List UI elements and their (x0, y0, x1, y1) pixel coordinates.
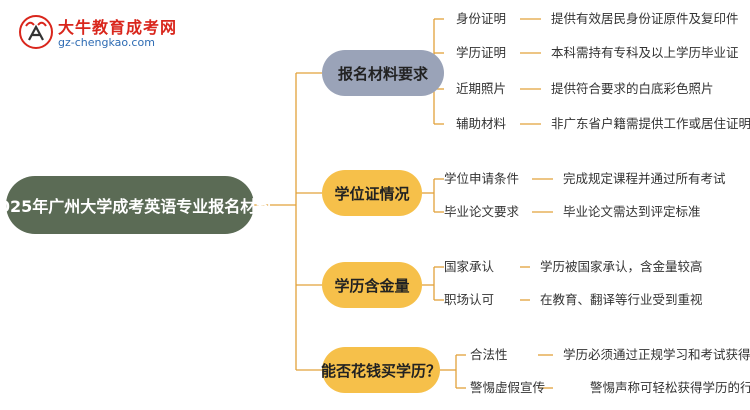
root-node: 2025年广州大学成考英语专业报名材料 (0, 176, 272, 234)
leaf-key: 近期照片 (456, 81, 507, 96)
leaf-value: 提供有效居民身份证原件及复印件 (551, 11, 739, 26)
leaf-value: 学历被国家承认，含金量较高 (540, 259, 703, 274)
branch-registration-materials: 报名材料要求 (322, 50, 444, 96)
leaf-value: 警惕声称可轻松获得学历的行为 (590, 380, 750, 395)
site-logo[interactable]: 大牛教育成考网 gz-chengkao.com (18, 12, 188, 54)
logo-url: gz-chengkao.com (58, 36, 155, 49)
leaf-key: 学位申请条件 (444, 171, 520, 186)
leaf-value: 在教育、翻译等行业受到重视 (540, 292, 703, 307)
branch-buy-diploma: 能否花钱买学历？ (321, 347, 441, 393)
logo-title: 大牛教育成考网 (58, 18, 178, 37)
branch-degree-value: 学历含金量 (322, 262, 422, 308)
leaf-key: 合法性 (470, 347, 508, 362)
leaf-key: 国家承认 (444, 259, 495, 274)
leaf-value: 本科需持有专科及以上学历毕业证 (551, 45, 739, 60)
branch-degree-status: 学位证情况 (322, 170, 422, 216)
leaf-value: 毕业论文需达到评定标准 (563, 204, 701, 219)
leaf-value: 非广东省户籍需提供工作或居住证明 (551, 116, 750, 131)
bull-logo-icon (19, 15, 53, 49)
leaf-value: 提供符合要求的白底彩色照片 (551, 81, 714, 96)
leaf-key: 学历证明 (456, 45, 507, 60)
leaf-key: 身份证明 (456, 11, 507, 26)
leaf-key: 辅助材料 (456, 116, 507, 131)
leaf-key: 职场认可 (444, 292, 495, 307)
leaf-value: 学历必须通过正规学习和考试获得 (563, 347, 750, 362)
leaf-key: 毕业论文要求 (444, 204, 520, 219)
leaf-key: 警惕虚假宣传 (470, 380, 546, 395)
leaf-value: 完成规定课程并通过所有考试 (563, 171, 726, 186)
